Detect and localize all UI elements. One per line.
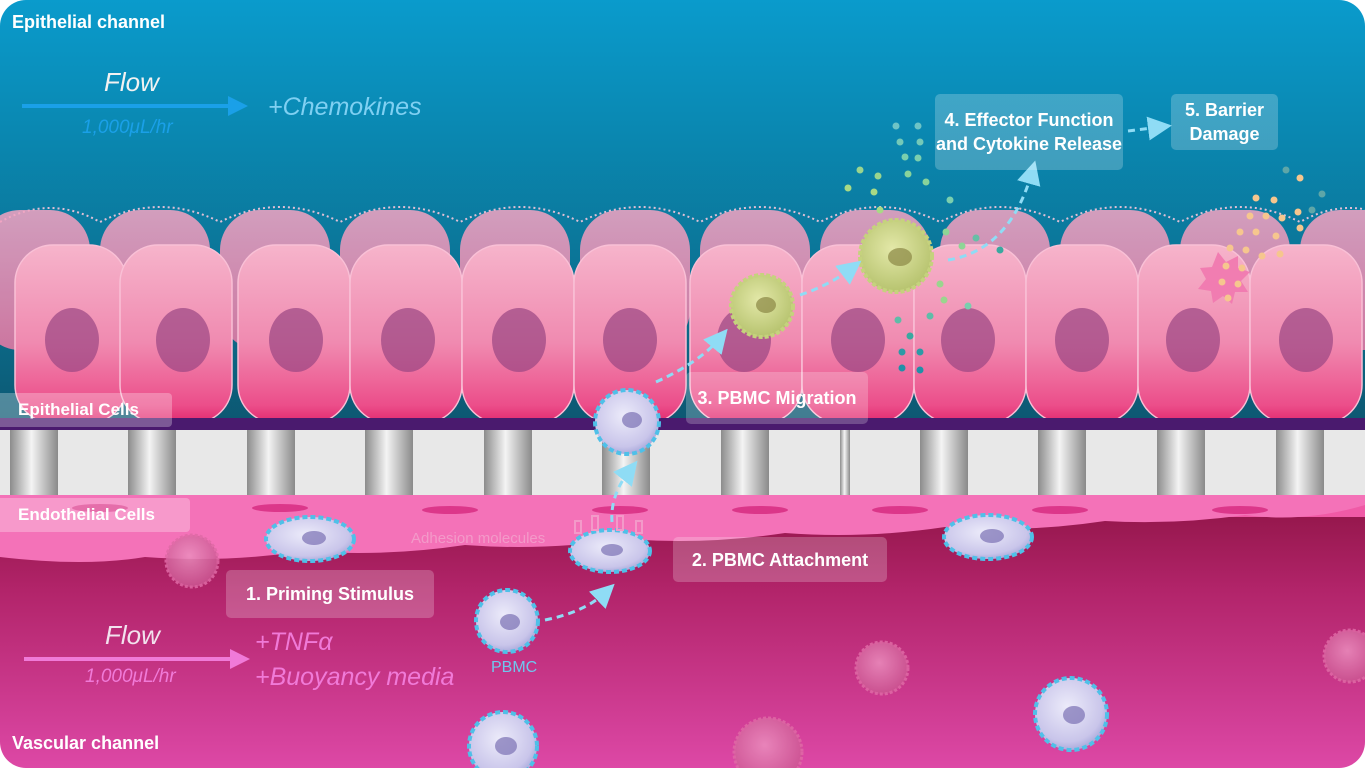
step-pbmc-migration: 3. PBMC Migration — [686, 372, 868, 424]
arrow-migration-to-effector — [799, 260, 862, 297]
pbmc-attaching — [568, 528, 652, 574]
epithelial-flow-label: Flow — [104, 67, 159, 97]
arrow-membrane-to-migration — [655, 328, 728, 384]
step-priming-stimulus: 1. Priming Stimulus — [226, 570, 434, 618]
vascular-agent-buoyancy: +Buoyancy media — [255, 663, 455, 691]
vascular-agent-tnfa: +TNFα — [255, 628, 333, 656]
pbmc-transmigrating — [593, 388, 661, 456]
endothelial-cells-label: Endothelial Cells — [0, 498, 190, 532]
pink-blood-cell — [1322, 628, 1365, 684]
pbmc-cells — [264, 388, 1109, 768]
epithelial-nuclei — [45, 308, 1333, 372]
pbmc-attached-right — [942, 513, 1034, 561]
barrier-damage-burst — [1198, 166, 1326, 304]
vascular-channel-label: Vascular channel — [12, 733, 160, 753]
vascular-flow-rate: 1,000μL/hr — [85, 666, 176, 687]
activated-cell-small — [729, 273, 795, 339]
epithelial-flow-rate: 1,000μL/hr — [82, 117, 173, 138]
adhesion-molecules-icon — [574, 515, 643, 534]
epithelial-agent-chemokines: +Chemokines — [268, 93, 422, 121]
pink-blood-cell — [164, 533, 220, 589]
process-arrows — [544, 116, 1172, 622]
arrow-effector-to-release — [947, 160, 1041, 262]
pbmc-circulating — [467, 710, 539, 768]
porous-membrane — [0, 430, 1365, 495]
epithelial-cells-label: Epithelial Cells — [0, 393, 172, 427]
pbmc-label: PBMC — [491, 659, 538, 676]
cytokine-particles — [844, 122, 1004, 374]
step-pbmc-attachment: 2. PBMC Attachment — [673, 537, 887, 582]
pink-blood-cell — [854, 640, 910, 696]
pbmc-circulating — [474, 588, 540, 654]
basement-layer — [0, 418, 1365, 430]
vascular-flow-arrow — [24, 649, 250, 669]
vascular-flow-label: Flow — [105, 620, 160, 650]
epithelial-channel-label: Epithelial channel — [12, 12, 166, 32]
activated-effector-cells — [729, 218, 934, 339]
epithelial-flow-arrow — [22, 96, 248, 116]
epithelial-cell-layer — [0, 206, 1365, 430]
step-barrier-damage: 5. Barrier Damage — [1171, 94, 1278, 150]
activated-cell-large — [858, 218, 934, 294]
pbmc-circulating — [1033, 676, 1109, 752]
arrow-attachment-to-membrane — [610, 460, 638, 523]
arrow-pbmc-to-attachment — [544, 583, 615, 622]
pbmc-attached-left — [264, 515, 356, 563]
arrow-release-to-damage — [1127, 116, 1172, 141]
adhesion-molecules-label: Adhesion molecules — [411, 530, 546, 547]
vascular-background-cells — [164, 533, 1365, 768]
step-effector-function: 4. Effector Function and Cytokine Releas… — [935, 94, 1123, 170]
pink-blood-cell — [732, 716, 804, 768]
